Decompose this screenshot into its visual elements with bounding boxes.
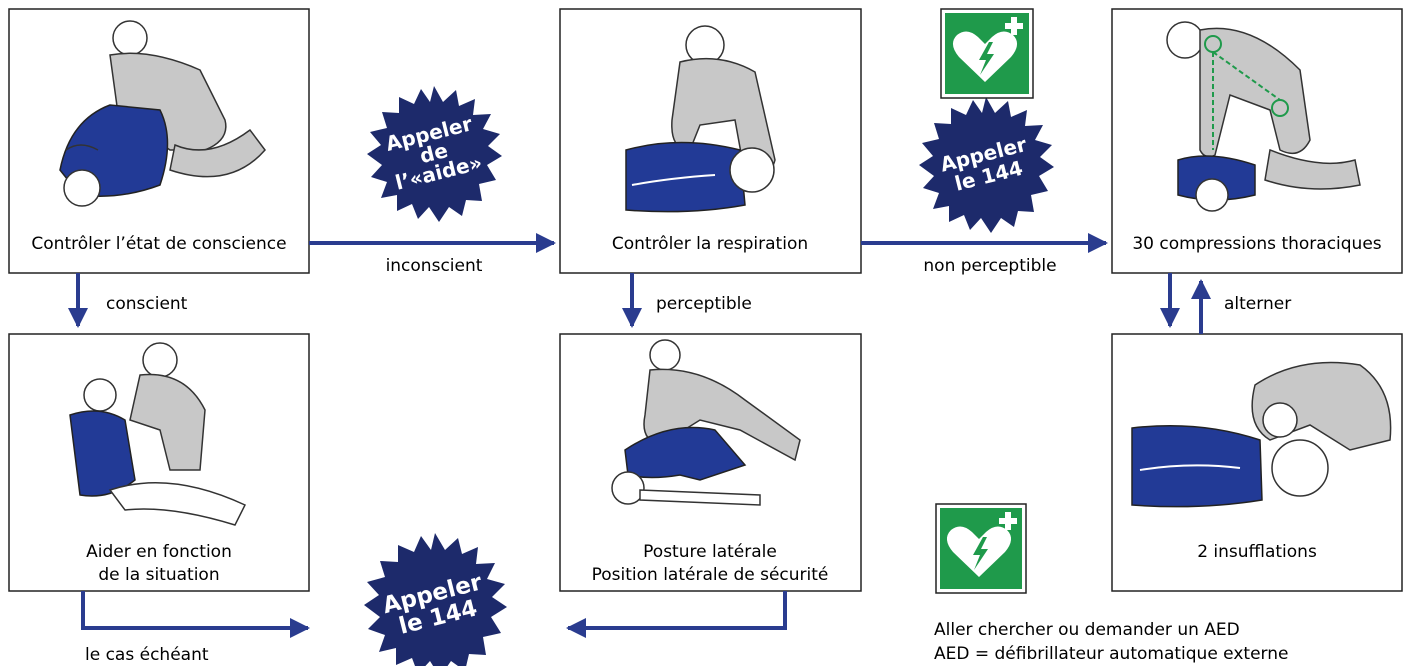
box-label-breathing: Contrôler la respiration — [612, 234, 808, 254]
box-label-help-line-2: de la situation — [98, 565, 219, 585]
box-label-consciousness: Contrôler l’état de conscience — [31, 234, 286, 254]
aed-sign-bottom — [935, 503, 1027, 594]
arrow-help-to-call-144 — [81, 591, 310, 638]
rescuer-checking-consciousness-illustration — [59, 20, 266, 207]
badge-call-144-top: Appeler le 144 — [919, 97, 1054, 233]
box-label-ventilations: 2 insufflations — [1197, 542, 1317, 562]
box-label-help-line-1: Aider en fonction — [86, 542, 232, 562]
box-check-consciousness: Contrôler l’état de conscience — [8, 8, 310, 274]
starburst-badge-icon — [367, 86, 502, 222]
aed-sign-top — [940, 8, 1034, 99]
edge-label-conscious: conscient — [106, 294, 188, 314]
flow-arrows — [68, 233, 1211, 638]
box-check-breathing: Contrôler la respiration — [559, 8, 862, 274]
box-label-recovery-line-1: Posture latérale — [643, 542, 777, 562]
arrow-recovery-to-call-144 — [566, 591, 787, 638]
edge-label-if-needed: le cas échéant — [85, 645, 209, 665]
box-help-situation: Aider en fonction de la situation — [8, 333, 310, 592]
box-label-recovery-line-2: Position latérale de sécurité — [592, 565, 829, 585]
badge-call-144-bottom: Appeler le 144 — [364, 533, 507, 666]
box-ventilations: 2 insufflations — [1111, 333, 1403, 592]
rescuer-ventilation-illustration — [1131, 361, 1392, 508]
rescuer-recovery-position-illustration — [611, 339, 801, 506]
edge-label-alternate: alterner — [1224, 294, 1291, 314]
aed-note-line-2: AED = défibrillateur automatique externe — [934, 644, 1288, 664]
edge-label-perceptible: perceptible — [656, 294, 752, 314]
box-chest-compressions: 30 compressions thoraciques — [1111, 8, 1403, 274]
rescuer-checking-breathing-illustration — [625, 25, 776, 213]
box-recovery-position: Posture latérale Position latérale de sé… — [559, 333, 862, 592]
starburst-badge-icon — [919, 97, 1054, 233]
badge-call-help: Appeler de l’«aide» — [367, 86, 502, 222]
rescuer-compressions-illustration — [1166, 21, 1361, 212]
rescuer-helping-illustration — [69, 342, 247, 526]
aed-heart-icon — [946, 512, 1017, 577]
box-label-compressions: 30 compressions thoraciques — [1132, 234, 1381, 254]
edge-label-not-perceptible: non perceptible — [923, 256, 1056, 276]
aed-note-line-1: Aller chercher ou demander un AED — [934, 620, 1240, 640]
edge-label-unconscious: inconscient — [386, 256, 483, 276]
aed-heart-icon — [952, 17, 1023, 83]
starburst-badge-icon — [364, 533, 507, 666]
